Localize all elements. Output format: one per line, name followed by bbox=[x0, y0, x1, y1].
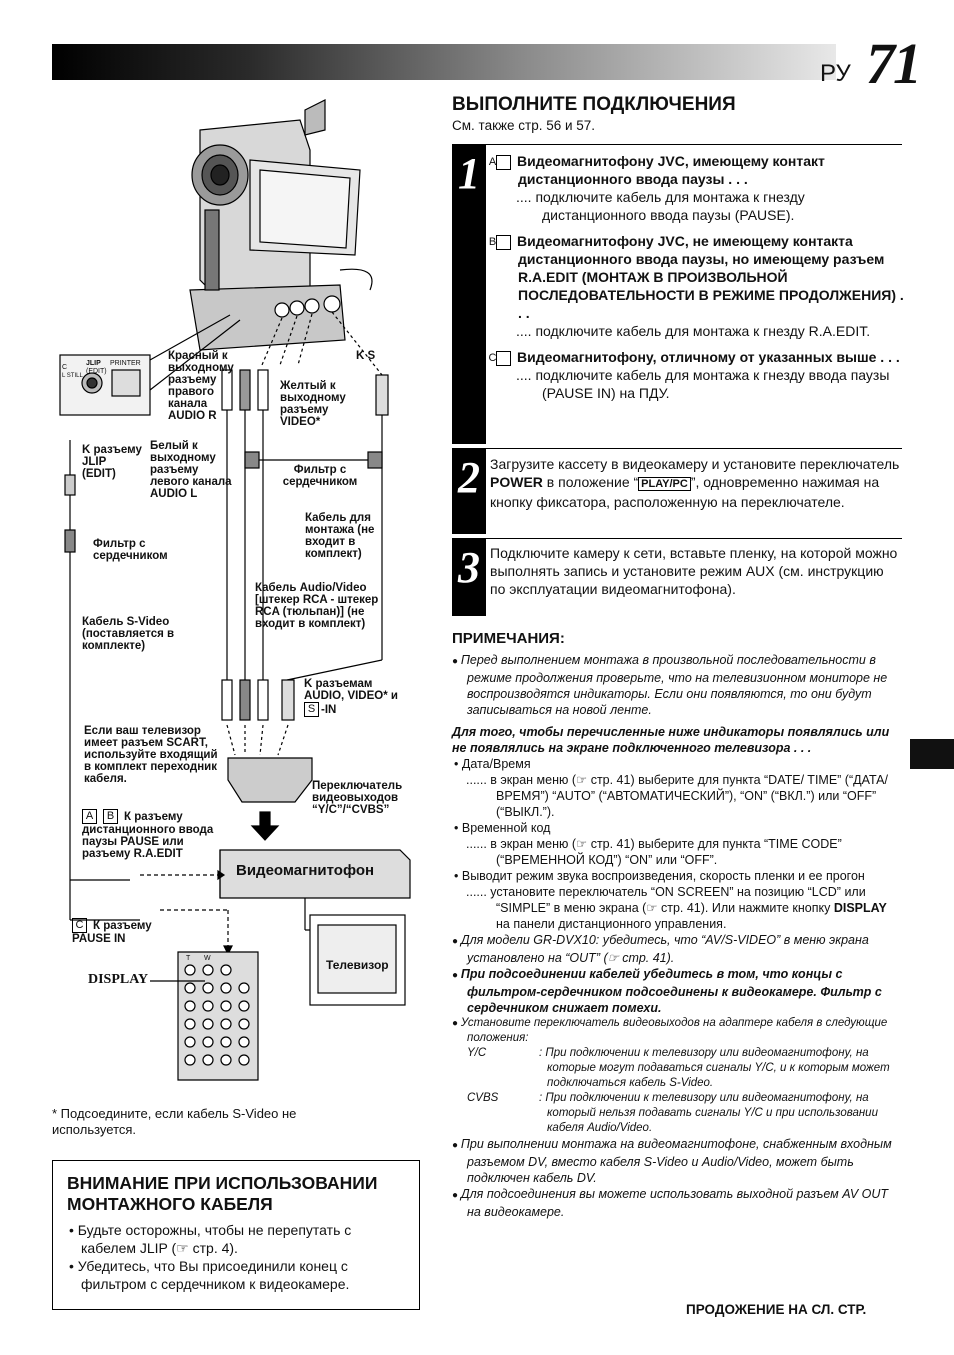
step-number-1: 1 bbox=[452, 144, 486, 444]
note-item: Перед выполнением монтажа в произвольной… bbox=[452, 652, 904, 718]
section-title: ВЫПОЛНИТЕ ПОДКЛЮЧЕНИЯ bbox=[452, 94, 736, 115]
footnote: * Подсоедините, если кабель S-Video не и… bbox=[52, 1106, 297, 1137]
page-language: РУ bbox=[820, 60, 851, 87]
side-tab-marker bbox=[910, 739, 954, 769]
label-output-switch: Переключатель видеовыходов “Y/C”/“CVBS” bbox=[312, 780, 403, 816]
note-item: Для подсоединения вы можете использовать… bbox=[452, 1186, 904, 1220]
label-white-jack: Белый к выходному разъему левого канала … bbox=[150, 440, 232, 500]
label-filter-right: Фильтр с сердечником bbox=[282, 464, 358, 488]
see-also: См. также стр. 56 и 57. bbox=[452, 118, 596, 133]
note-detail: ...... в экран меню (☞ стр. 41) выберите… bbox=[466, 837, 842, 867]
jack-label-printer: PRINTER bbox=[110, 360, 141, 367]
label-k-jlip: K разъему JLIP (EDIT) bbox=[82, 444, 142, 480]
page-number: 71 bbox=[866, 31, 922, 96]
label-edit-cable: Кабель для монтажа (не входит в комплект… bbox=[305, 512, 375, 560]
notes-list: Перед выполнением монтажа в произвольной… bbox=[452, 652, 904, 1220]
jack-label-c: C bbox=[62, 364, 68, 371]
note-cvbs: CVBS : При подключении к телевизору или … bbox=[467, 1092, 878, 1134]
label-yellow-jack: Желтый к выходному разъему VIDEO* bbox=[280, 380, 346, 428]
note-item: При выполнении монтажа на видеомагнитофо… bbox=[452, 1136, 904, 1186]
step-divider bbox=[486, 538, 902, 539]
label-ks: K S bbox=[356, 350, 376, 362]
note-item: • Временной код bbox=[454, 821, 551, 835]
note-item: • Дата/Время bbox=[454, 757, 531, 771]
label-svideo-cable: Кабель S-Video (поставляется в комплекте… bbox=[82, 616, 175, 652]
step-number-3: 3 bbox=[452, 538, 486, 616]
continue-label: ПРОДОЖЕНИЕ НА СЛ. СТР. bbox=[686, 1302, 867, 1317]
label-scart: Если ваш телевизор имеет разъем SCART, и… bbox=[84, 725, 218, 785]
caution-title: ВНИМАНИЕ ПРИ ИСПОЛЬЗОВАНИИ МОНТАЖНОГО КА… bbox=[67, 1173, 378, 1214]
caution-item: • Убедитесь, что Вы присоединили конец с… bbox=[69, 1258, 350, 1292]
jack-label-edit: (EDIT) bbox=[86, 368, 107, 375]
remote-label-t: T bbox=[186, 955, 191, 962]
notes-title: ПРИМЕЧАНИЯ: bbox=[452, 630, 565, 647]
connection-diagram bbox=[59, 99, 411, 1081]
note-yc: Y/C : При подключении к телевизору или в… bbox=[467, 1047, 890, 1089]
jack-label-still: L STILL bbox=[62, 373, 83, 379]
step-number-2: 2 bbox=[452, 448, 486, 534]
jack-label-jlip: JLIP bbox=[86, 360, 101, 367]
caution-box: ВНИМАНИЕ ПРИ ИСПОЛЬЗОВАНИИ МОНТАЖНОГО КА… bbox=[52, 1160, 420, 1310]
note-item: • Выводит режим звука воспроизведения, с… bbox=[454, 869, 865, 883]
label-tv: Телевизор bbox=[326, 958, 389, 972]
header-gradient-bar bbox=[52, 44, 836, 80]
label-av-cable: Кабель Audio/Video [штекер RCA - штекер … bbox=[255, 582, 379, 630]
label-k-inputs: K разъемам AUDIO, VIDEO* и S-IN bbox=[304, 678, 398, 717]
note-item: При подсоединении кабелей убедитесь в то… bbox=[452, 966, 904, 1016]
note-item: Установите переключатель видеовыходов на… bbox=[452, 1016, 904, 1046]
label-red-jack: Красный к выходному разъему правого кана… bbox=[168, 350, 234, 422]
remote-label-w: W bbox=[204, 955, 211, 962]
step2-content: Загрузите кассету в видеокамеру и устано… bbox=[490, 456, 900, 510]
note-subtitle: Для того, чтобы перечисленные ниже индик… bbox=[452, 725, 890, 755]
step-divider bbox=[486, 144, 902, 145]
caution-item: • Будьте осторожны, чтобы не перепутать … bbox=[69, 1222, 352, 1256]
label-filter-left: Фильтр с сердечником bbox=[93, 538, 168, 562]
note-detail: ...... в экран меню (☞ стр. 41) выберите… bbox=[466, 773, 888, 819]
label-vcr: Видеомагнитофон bbox=[236, 862, 375, 879]
note-detail: ...... установите переключатель “ON SCRE… bbox=[466, 885, 887, 931]
note-item: Для модели GR-DVX10: убедитесь, что “AV/… bbox=[452, 932, 904, 966]
label-display: DISPLAY bbox=[88, 972, 149, 987]
step3-content: Подключите камеру к сети, вставьте пленк… bbox=[490, 545, 898, 597]
step-divider bbox=[486, 448, 902, 449]
